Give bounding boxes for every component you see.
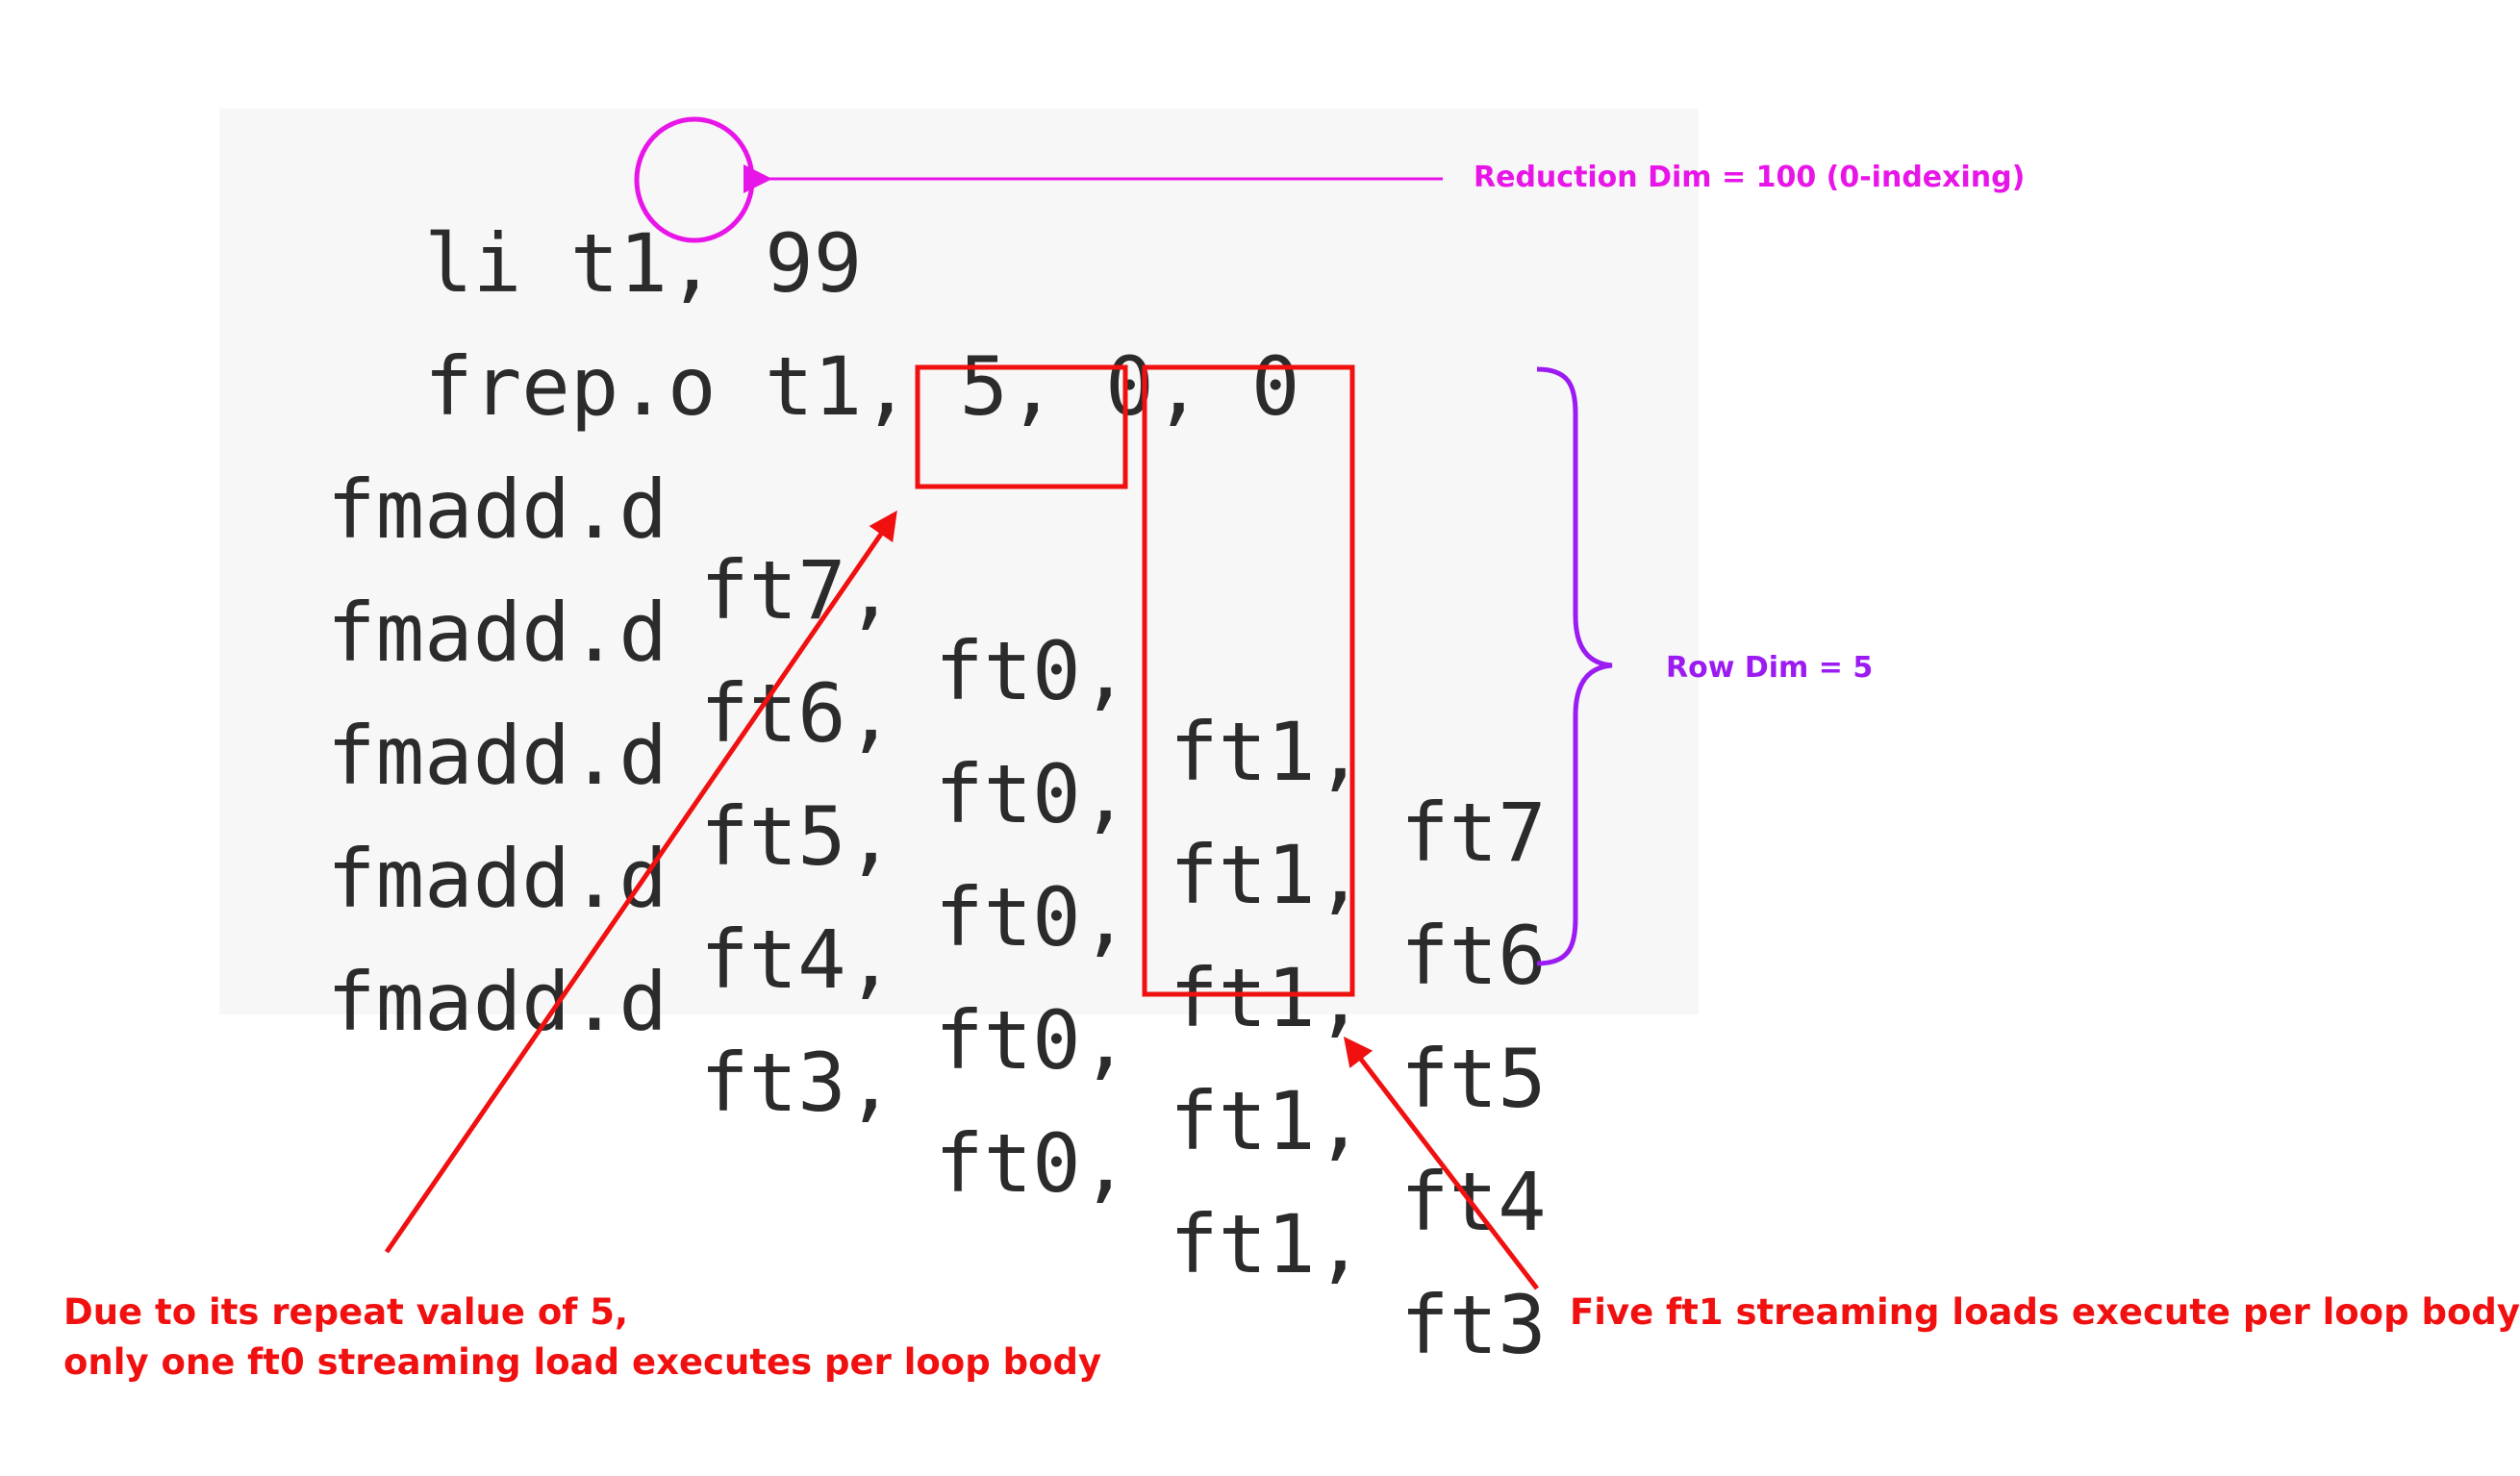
ft1-note: Five ft1 streaming loads execute per loo…	[1570, 1291, 2520, 1333]
highlight-box-ft0	[915, 364, 1128, 489]
highlight-box-ft1-column	[1142, 364, 1355, 997]
reduction-dim-label: Reduction Dim = 100 (0-indexing)	[1474, 161, 2026, 194]
operand-rd: ft5,	[700, 789, 895, 884]
code-text: li t1, 99	[424, 216, 863, 311]
operand-rs3: ft3	[1400, 1278, 1547, 1372]
operand-rs1: ft0,	[935, 993, 1130, 1088]
code-line-fmadd-ft3: fmadd.d ft3, ft0, ft1, ft3	[327, 881, 1547, 1365]
ft1-arrow	[1343, 1037, 1539, 1290]
operand-rs3: ft7	[1400, 786, 1547, 880]
operand-rs1: ft0,	[935, 870, 1130, 964]
code-text: frep.o t1, 5, 0, 0	[424, 339, 1300, 434]
opcode: fmadd.d	[327, 832, 668, 926]
ft0-arrow	[384, 510, 897, 1254]
code-line-fmadd-ft7: fmadd.d ft7, ft0, ft1, ft7	[327, 388, 1547, 873]
row-dim-brace	[1536, 366, 1613, 966]
operand-rs2: ft1,	[1170, 951, 1365, 1045]
highlight-circle-99	[634, 116, 755, 243]
opcode: fmadd.d	[327, 709, 668, 803]
operand-rd: ft4,	[700, 913, 895, 1007]
opcode: fmadd.d	[327, 463, 668, 557]
operand-rs2: ft1,	[1170, 1197, 1365, 1291]
operand-rs3: ft5	[1400, 1032, 1547, 1126]
code-line-fmadd-ft6: fmadd.d ft6, ft0, ft1, ft6	[327, 512, 1547, 996]
operand-rs3: ft6	[1400, 909, 1547, 1003]
row-dim-label: Row Dim = 5	[1666, 651, 1874, 685]
code-line-frep: frep.o t1, 5, 0, 0	[327, 265, 1299, 427]
code-line-li: li t1, 99	[327, 142, 862, 304]
operand-rd: ft3,	[700, 1036, 895, 1130]
operand-rs2: ft1,	[1170, 705, 1365, 799]
code-line-fmadd-ft4: fmadd.d ft4, ft0, ft1, ft4	[327, 758, 1547, 1242]
opcode: fmadd.d	[327, 586, 668, 680]
operand-rs2: ft1,	[1170, 1074, 1365, 1168]
operand-rs1: ft0,	[935, 624, 1130, 718]
code-line-fmadd-ft5: fmadd.d ft5, ft0, ft1, ft5	[327, 635, 1547, 1119]
ft0-note-line2: only one ft0 streaming load executes per…	[63, 1341, 1102, 1383]
code-panel	[219, 109, 1699, 1014]
operand-rd: ft6,	[700, 666, 895, 761]
operand-rs1: ft0,	[935, 1116, 1130, 1211]
operand-rs2: ft1,	[1170, 828, 1365, 922]
operand-rs1: ft0,	[935, 747, 1130, 841]
opcode: fmadd.d	[327, 955, 668, 1049]
ft0-note-line1: Due to its repeat value of 5,	[63, 1291, 629, 1333]
